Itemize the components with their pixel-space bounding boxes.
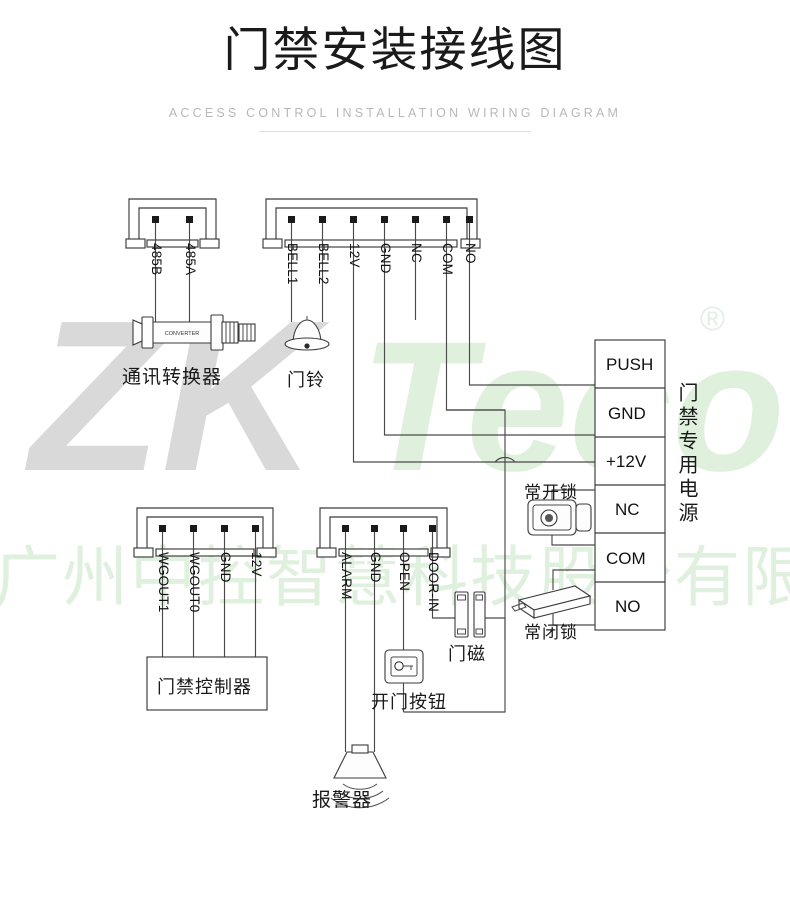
- lock-nc-caption: 常闭锁: [524, 623, 578, 642]
- access-controller-box: [146, 656, 268, 711]
- psu-terminal-no: NO: [615, 597, 641, 616]
- alarm-terminal-graphic: [316, 507, 455, 752]
- siren-caption: 报警器: [312, 790, 373, 811]
- page-header: 门禁安装接线图 ACCESS CONTROL INSTALLATION WIRI…: [0, 0, 790, 150]
- pin-label-485a: 485A: [183, 243, 198, 276]
- access-controller-caption: 门禁控制器: [157, 677, 252, 697]
- normally-closed-lock-device: [511, 569, 595, 626]
- pin-label-wgout0: WGOUT0: [187, 552, 202, 613]
- converter-caption: 通讯转换器: [122, 367, 223, 388]
- page-subtitle: ACCESS CONTROL INSTALLATION WIRING DIAGR…: [168, 106, 622, 120]
- psu-terminal-push: PUSH: [606, 355, 654, 374]
- door-magnet-device: [403, 591, 506, 713]
- pin-label-alarm: ALARM: [339, 552, 354, 600]
- pin-label-com: COM: [440, 243, 455, 276]
- pin-label-bell1: BELL1: [285, 243, 300, 285]
- door-open-button-caption: 开门按钮: [371, 692, 447, 712]
- pin-label-gnd-controller: GND: [218, 552, 233, 583]
- doorbell-icon: [284, 316, 330, 351]
- power-supply-name: 门禁专用电源: [675, 382, 697, 526]
- psu-terminal-12v: +12V: [606, 452, 647, 471]
- psu-terminal-gnd: GND: [608, 404, 646, 423]
- power-supply-graphic: [594, 339, 666, 631]
- page-title: 门禁安装接线图: [223, 25, 567, 77]
- pin-label-bell2: BELL2: [316, 243, 331, 285]
- lock-no-caption: 常开锁: [524, 483, 578, 502]
- siren-device: [330, 744, 390, 809]
- pin-label-12v: 12V: [347, 243, 362, 268]
- pin-label-open: OPEN: [397, 552, 412, 592]
- door-open-button-device: [384, 649, 424, 684]
- pin-label-gnd-alarm: GND: [368, 552, 383, 583]
- main-terminal-graphic: [262, 198, 595, 600]
- pin-label-gnd: GND: [378, 243, 393, 274]
- converter-body-text: CONVERTER: [165, 331, 199, 337]
- psu-terminal-nc: NC: [615, 500, 640, 519]
- controller-terminal-graphic: [133, 507, 277, 657]
- pin-label-nc: NC: [409, 243, 424, 263]
- wire-hop: [494, 456, 516, 463]
- normally-open-lock-device: [527, 489, 595, 546]
- pin-label-485b: 485B: [149, 243, 164, 276]
- pin-label-no: NO: [463, 243, 478, 264]
- communication-converter-device: CONVERTER: [132, 314, 256, 351]
- door-magnet-caption: 门磁: [448, 644, 486, 664]
- doorbell-caption: 门铃: [287, 370, 325, 390]
- pin-label-12v-controller: 12V: [249, 552, 264, 577]
- converter-terminal-graphic: [125, 198, 220, 330]
- pin-label-door-in: DOOR-IN: [426, 552, 441, 612]
- pin-label-wgout1: WGOUT1: [156, 552, 171, 613]
- psu-terminal-com: COM: [606, 549, 646, 568]
- title-divider: [259, 131, 531, 132]
